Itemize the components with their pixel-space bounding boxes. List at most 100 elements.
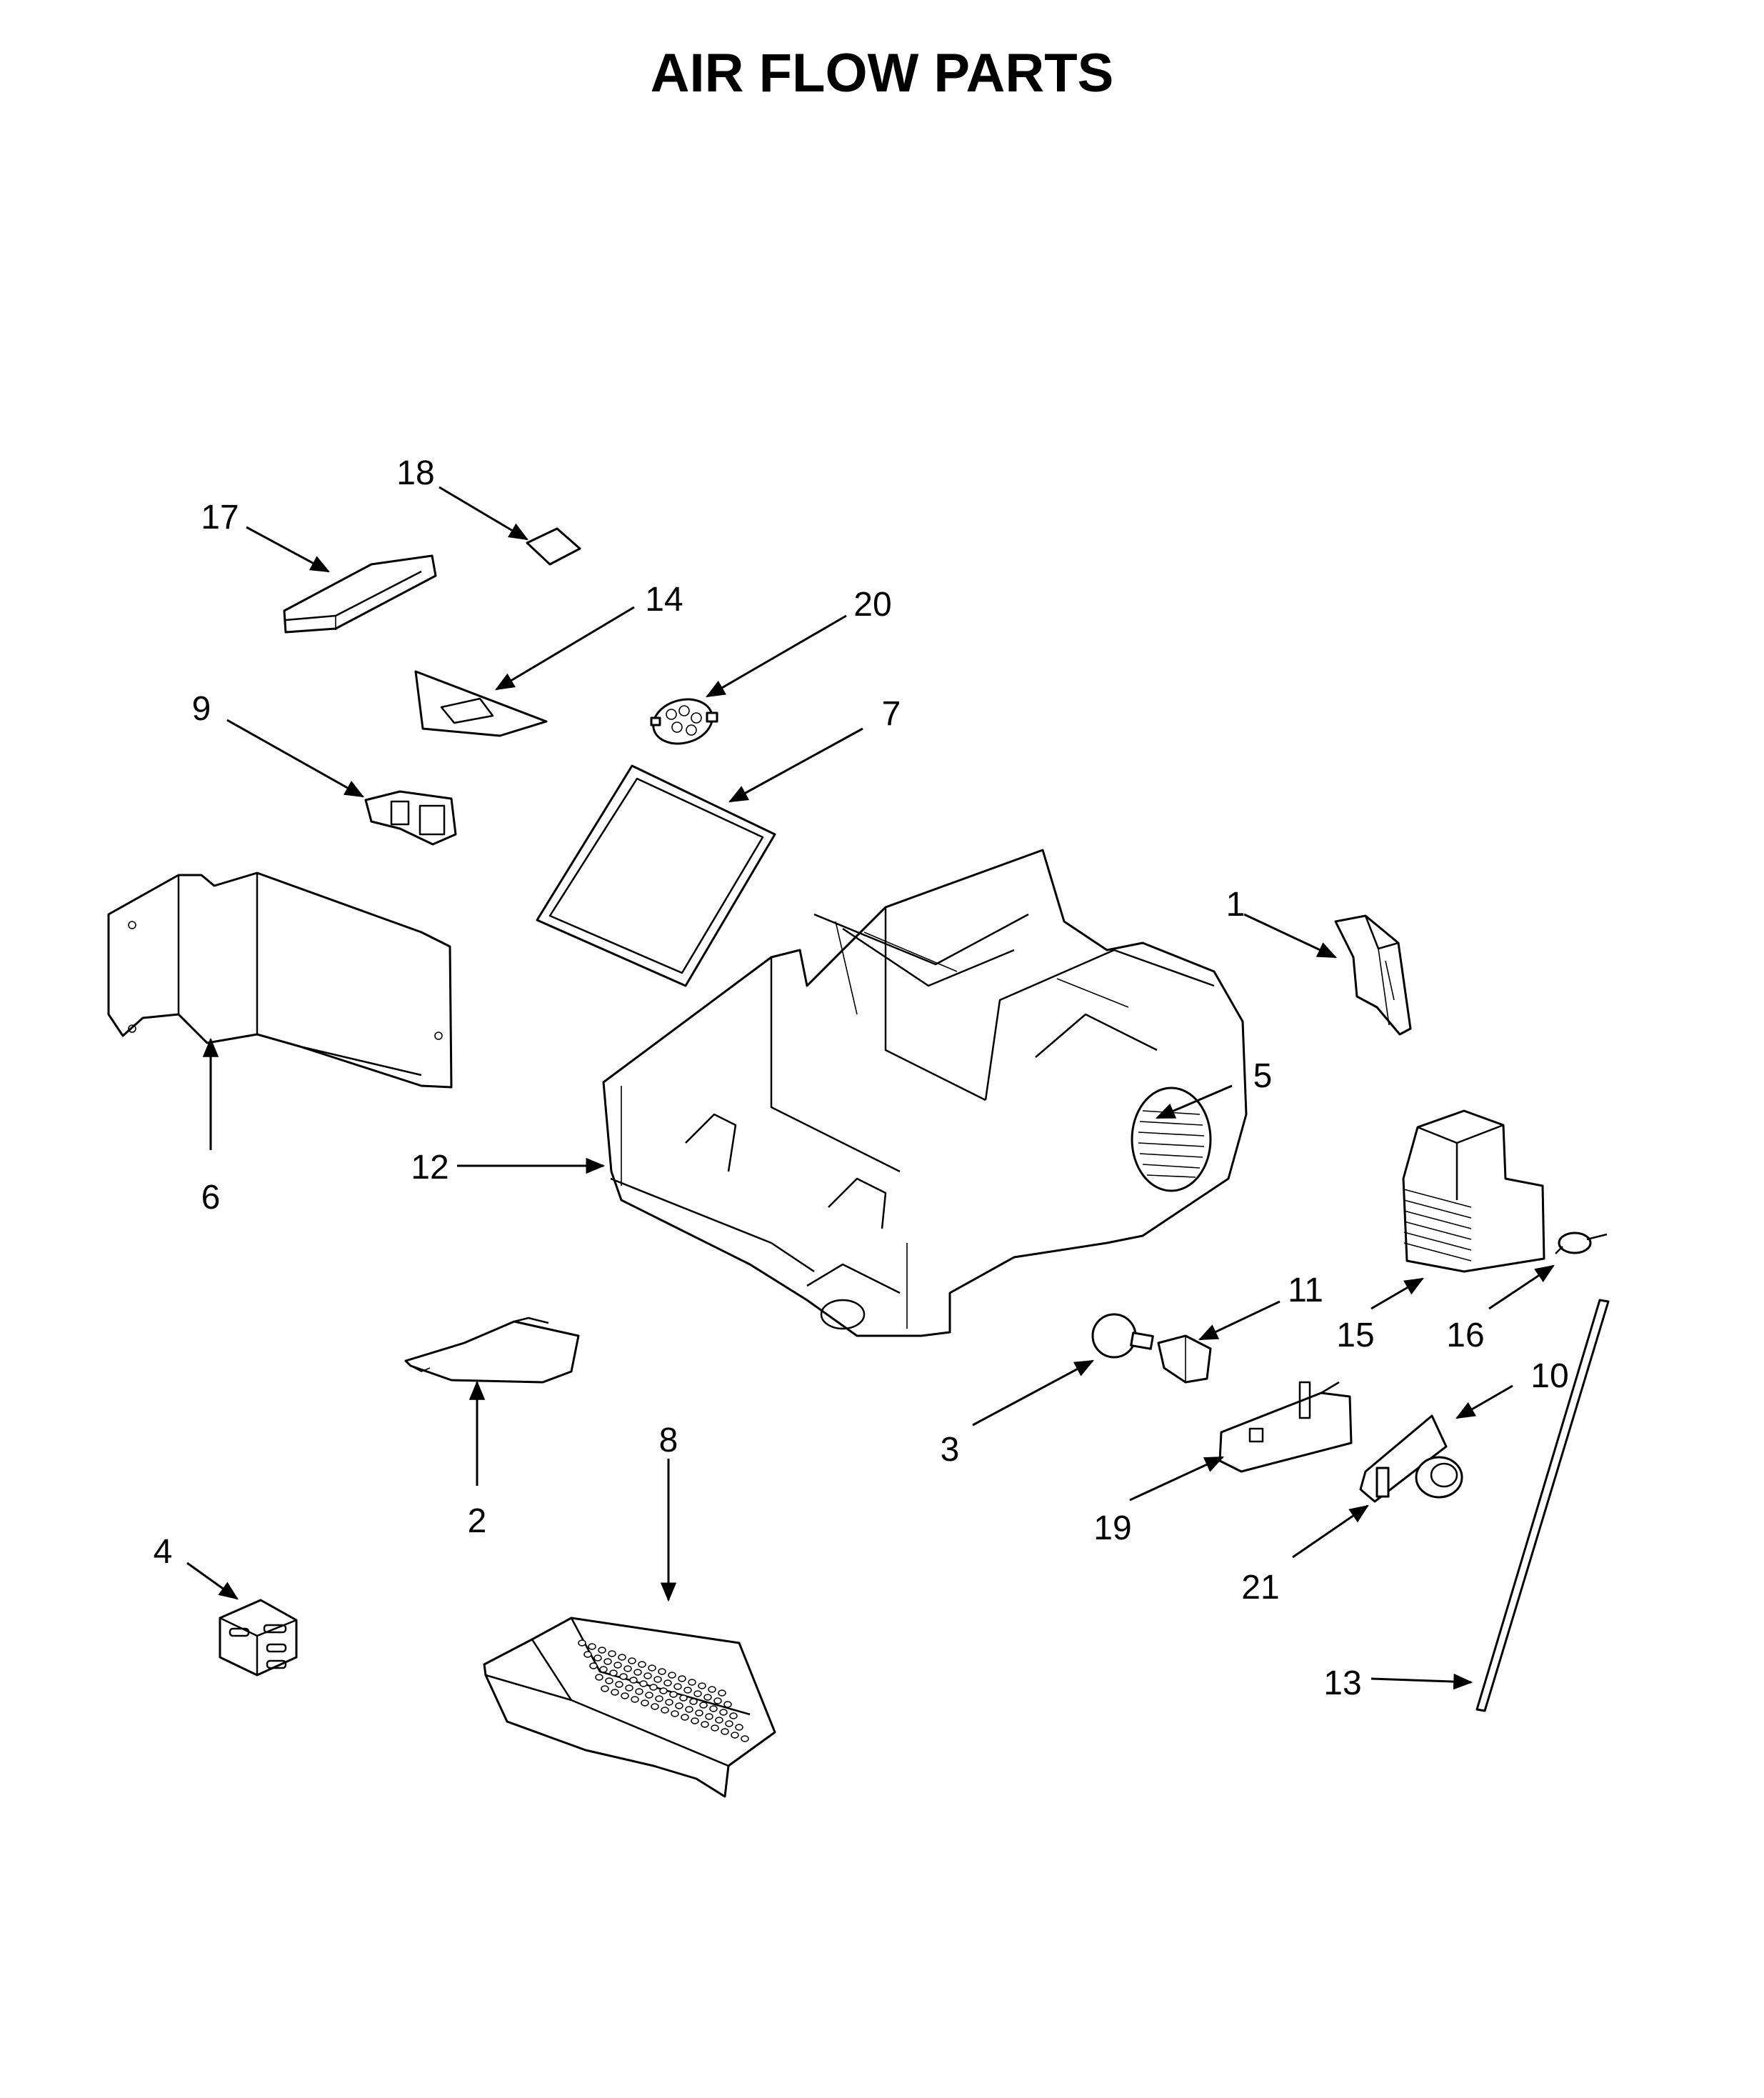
leader-17 [246,526,330,573]
grille-hole [709,1705,718,1712]
grille-hole [719,1709,728,1716]
part-13-rod[interactable] [1475,1299,1610,1712]
grille-hole [635,1688,643,1695]
callout-labels: 17 18 14 20 9 7 1 5 6 12 11 15 16 10 3 1… [154,454,1569,1702]
callout-17: 17 [201,499,239,536]
callout-18: 18 [396,454,434,492]
grille-hole [703,1694,712,1701]
grille-hole [598,1647,606,1654]
callout-19: 19 [1093,1509,1131,1547]
grille-hole [695,1709,703,1717]
grille-hole [653,1676,662,1683]
grille-hole [698,1682,706,1689]
leader-14 [495,606,635,691]
grille-hole [578,1639,586,1647]
part-18-pad[interactable] [526,527,581,566]
grille-hole [671,1710,679,1717]
leader-4 [186,1562,239,1600]
grille-hole [583,1651,592,1658]
grille-hole [638,1661,646,1668]
grille-hole [668,1672,676,1679]
grille-hole [641,1699,649,1707]
grille-holes [578,1639,749,1742]
grille-hole [685,1706,693,1713]
callout-4: 4 [154,1533,173,1571]
grille-hole [725,1720,733,1727]
part-9-latch[interactable] [364,790,457,846]
part-8-vent-grille[interactable] [483,1617,776,1798]
grille-hole [715,1717,723,1724]
leader-20 [706,614,847,698]
grille-hole [689,1698,698,1705]
grille-hole [699,1702,708,1709]
grille-hole [665,1699,673,1706]
grille-hole [588,1643,596,1650]
grille-hole [609,1669,618,1677]
part-3-lamp[interactable] [1091,1313,1154,1359]
grille-hole [629,1677,638,1684]
part-4-clip[interactable] [219,1599,298,1677]
grille-hole [651,1703,659,1710]
callout-9: 9 [192,690,211,728]
callout-20: 20 [853,586,891,624]
callout-5: 5 [1253,1057,1273,1095]
grille-hole [673,1683,682,1690]
leader-11 [1198,1300,1281,1341]
callout-6: 6 [201,1179,221,1217]
grille-hole [618,1654,626,1661]
grille-hole [623,1665,632,1672]
grille-hole [675,1702,683,1709]
callout-1: 1 [1226,886,1246,924]
grille-hole [621,1692,629,1699]
part-11-lamp-socket[interactable] [1157,1334,1212,1384]
callout-16: 16 [1446,1317,1484,1354]
part-7-grease-filter[interactable] [536,764,776,987]
part-12-base-housing[interactable] [602,849,1248,1337]
grille-hole [611,1689,619,1696]
leader-18 [439,486,528,541]
part-19-control-board[interactable] [1218,1381,1353,1473]
part-10-damper-assembly[interactable] [1359,1414,1463,1503]
callout-15: 15 [1336,1317,1374,1354]
leader-5 [1155,1084,1233,1119]
grille-hole [661,1707,669,1714]
part-15-transformer[interactable] [1402,1109,1545,1273]
leader-9 [226,719,364,798]
callout-14: 14 [645,581,683,619]
callout-leaders [186,486,1555,1690]
grille-hole [663,1679,672,1687]
leader-10 [1455,1384,1513,1419]
grille-hole [713,1697,722,1704]
grille-hole [649,1684,658,1691]
callout-3: 3 [941,1431,960,1469]
callout-12: 12 [411,1149,448,1187]
part-6-air-guide[interactable] [107,871,453,1089]
grille-hole [593,1654,602,1662]
part-2-plate[interactable] [404,1317,580,1384]
callout-2: 2 [468,1502,487,1540]
grille-hole [691,1717,699,1724]
grille-hole [608,1650,616,1657]
page-title: AIR FLOW PARTS [651,43,1114,104]
part-16-thermal-switch[interactable] [1555,1232,1608,1254]
part-17-top-cover[interactable] [283,554,437,634]
grille-hole [631,1696,639,1703]
grille-hole [639,1680,648,1687]
grille-hole [688,1679,696,1686]
grille-hole [648,1664,656,1672]
grille-hole [658,1668,666,1675]
grille-hole [723,1701,732,1708]
part-20-fan-unit[interactable] [648,693,718,750]
grille-hole [601,1685,609,1692]
grille-hole [693,1690,702,1697]
transformer-laminations [1403,1189,1472,1262]
leader-7 [728,727,863,803]
grille-hole [679,1694,688,1702]
leader-19 [1129,1456,1225,1502]
part-1-bracket[interactable] [1334,914,1412,1036]
grille-hole [669,1691,678,1698]
part-14-plate[interactable] [414,670,548,737]
grille-hole [659,1687,668,1694]
grille-hole [729,1712,738,1719]
